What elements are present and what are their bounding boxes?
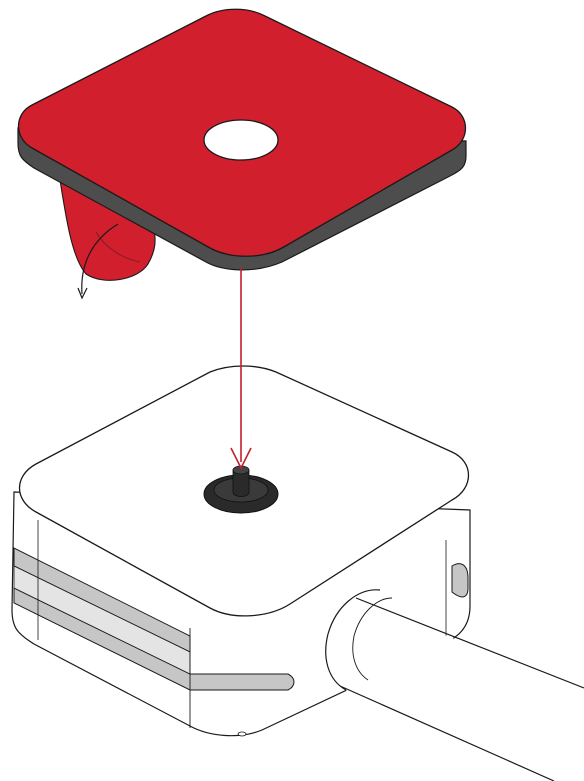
device-foot	[238, 732, 246, 736]
adhesive-pad-group	[18, 9, 466, 280]
pad-center-hole	[204, 120, 278, 160]
grip-band-right	[452, 564, 468, 597]
